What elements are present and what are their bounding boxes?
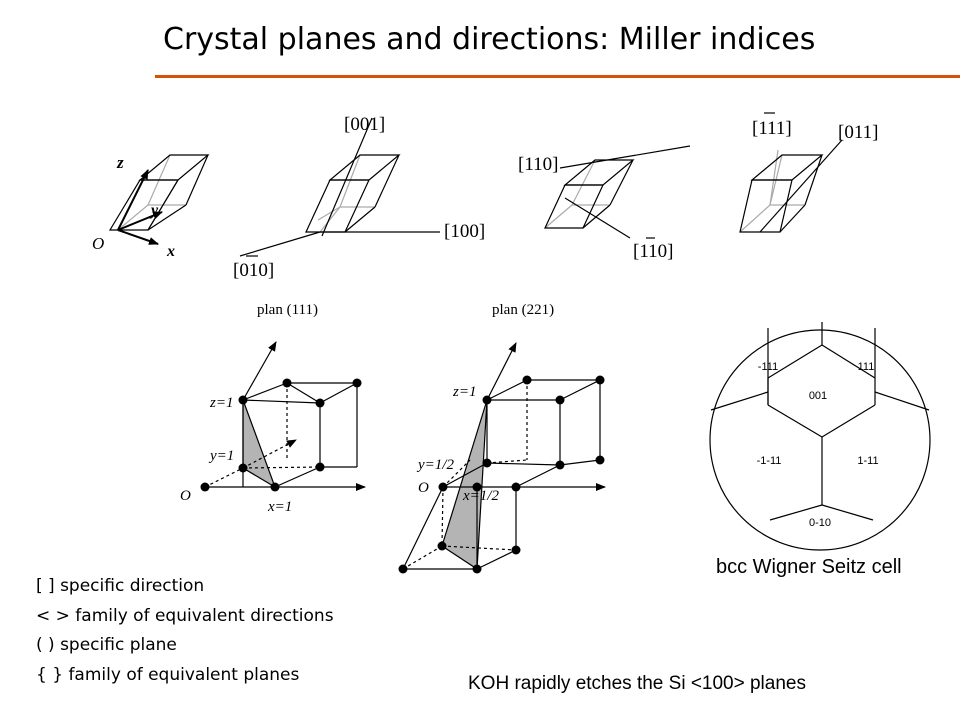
plane-111-caption: plan (111): [257, 302, 318, 318]
page-title: Crystal planes and directions: Miller in…: [163, 22, 816, 57]
notation-line: ( ) specific plane: [36, 635, 177, 655]
ws-face-m111: -111: [758, 361, 778, 373]
unit-cell-axes: [108, 154, 210, 245]
wigner-seitz-cell: [709, 322, 931, 551]
plane-111-fill: [242, 399, 277, 489]
axis-x-label: x: [166, 243, 175, 260]
unit-cell-111: [739, 139, 843, 233]
plane-221-x: x=1/2: [462, 488, 499, 504]
plane-221-origin: O: [418, 480, 429, 496]
plane-111-x: x=1: [267, 499, 292, 515]
ws-face-001: 001: [809, 390, 827, 402]
notation-line: [ ] specific direction: [36, 576, 205, 596]
dir-011-label: [011]: [838, 122, 878, 143]
notation-line: { } family of equivalent planes: [36, 664, 300, 685]
ws-face-1m11: 1-11: [857, 455, 878, 467]
unit-cell-110: [544, 145, 691, 239]
plane-111-z: z=1: [209, 395, 233, 411]
koh-note: KOH rapidly etches the Si <100> planes: [468, 673, 806, 694]
wigner-seitz-caption: bcc Wigner Seitz cell: [716, 556, 902, 578]
dir-110-label: [110]: [518, 154, 558, 175]
dir-m111-label: [111]: [752, 118, 792, 139]
axis-z-label: z: [116, 153, 124, 172]
plane-111-y: y=1: [208, 448, 234, 464]
plane-221-diagram: [398, 342, 606, 574]
axis-y-label: y: [149, 202, 159, 219]
unit-cell-001: [239, 117, 440, 257]
dir-001-label: [001]: [344, 114, 385, 135]
ws-face-m1m11: -1-11: [757, 455, 782, 467]
notation-legend: [ ] specific direction < > family of equi…: [36, 572, 334, 690]
notation-line: < > family of equivalent directions: [36, 605, 334, 626]
ws-face-0m10: 0-10: [809, 517, 831, 529]
origin-label: O: [92, 234, 104, 253]
dir-m110-label: [110]: [633, 241, 673, 262]
plane-111-origin: O: [180, 488, 191, 504]
ws-face-111: 111: [858, 361, 875, 373]
title-underline: [155, 75, 960, 78]
plane-221-z: z=1: [452, 384, 476, 400]
dir-100-label: [100]: [444, 221, 485, 242]
plane-221-caption: plan (221): [492, 302, 554, 318]
plane-221-fill: [441, 399, 488, 571]
dir-010-label: [010]: [233, 260, 274, 281]
plane-221-y: y=1/2: [416, 457, 454, 473]
plane-111-diagram: [200, 341, 366, 492]
